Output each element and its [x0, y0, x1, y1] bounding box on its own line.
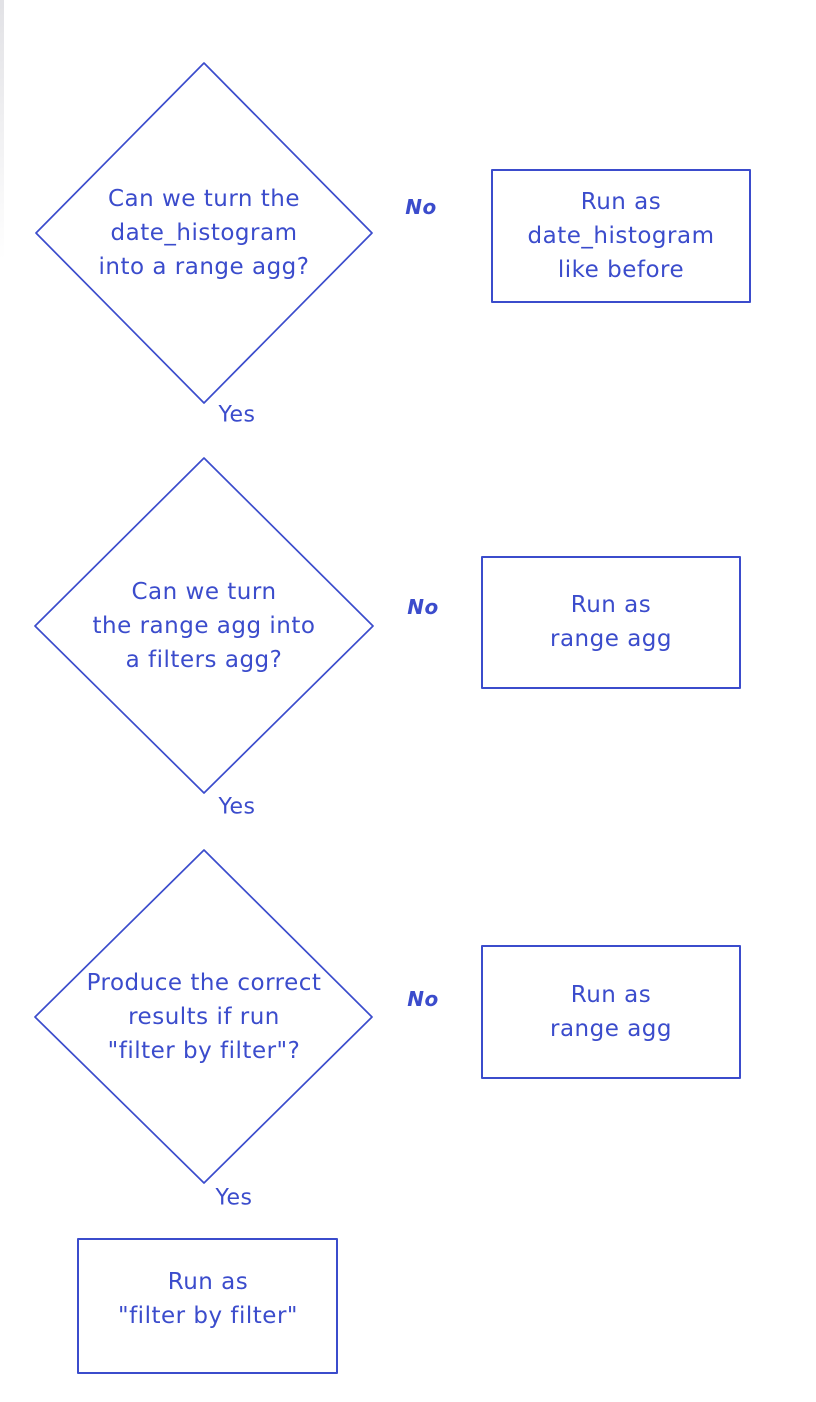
- result-box-range-agg-1: [481, 556, 741, 689]
- label-line: the range agg into: [92, 613, 316, 639]
- label-line: "filter by filter": [118, 1303, 298, 1329]
- edge-label-no-1: No: [405, 195, 437, 219]
- result-2-label: Run as range agg: [550, 588, 672, 656]
- label-line: results if run: [128, 1004, 280, 1030]
- edge-label-no-2: No: [407, 595, 439, 619]
- no-arrow-2: [377, 616, 480, 637]
- label-line: Run as: [570, 982, 652, 1008]
- edge-label-yes-1: Yes: [218, 402, 256, 428]
- decision-diamond-2: [34, 457, 374, 794]
- decision-3-label: Produce the correct results if run "filt…: [87, 966, 322, 1068]
- no-arrow-1: [377, 222, 490, 243]
- edge-label-yes-3: Yes: [215, 1185, 253, 1211]
- label-line: Produce the correct: [86, 970, 322, 996]
- label-line: Can we turn: [131, 579, 277, 605]
- decision-diamond-3: [34, 849, 373, 1184]
- decision-1-label: Can we turn the date_histogram into a ra…: [99, 182, 310, 284]
- label-line: a filters agg?: [125, 647, 283, 673]
- label-line: Can we turn the: [107, 186, 301, 212]
- label-line: Run as: [580, 189, 662, 215]
- label-line: range agg: [550, 1016, 672, 1042]
- label-line: date_histogram: [527, 223, 715, 249]
- edge-label-yes-2: Yes: [218, 794, 256, 820]
- yes-arrow-2: [195, 796, 213, 845]
- label-line: Run as: [570, 592, 652, 618]
- result-4-label: Run as "filter by filter": [118, 1265, 298, 1333]
- result-3-label: Run as range agg: [550, 978, 672, 1046]
- label-line: "filter by filter"?: [107, 1038, 301, 1064]
- result-box-range-agg-2: [481, 945, 741, 1079]
- result-box-date-histogram: [491, 169, 751, 303]
- result-1-label: Run as date_histogram like before: [528, 185, 715, 287]
- yes-arrow-3: [195, 1186, 213, 1235]
- result-box-filter-by-filter: [77, 1238, 338, 1374]
- label-line: into a range agg?: [98, 254, 310, 280]
- yes-arrow-1: [195, 406, 213, 453]
- decision-2-label: Can we turn the range agg into a filters…: [93, 575, 316, 677]
- label-line: range agg: [550, 626, 672, 652]
- decision-diamond-1: [35, 62, 373, 404]
- label-line: date_histogram: [110, 220, 298, 246]
- label-line: Run as: [167, 1269, 249, 1295]
- label-line: like before: [557, 257, 685, 283]
- edge-label-no-3: No: [407, 987, 439, 1011]
